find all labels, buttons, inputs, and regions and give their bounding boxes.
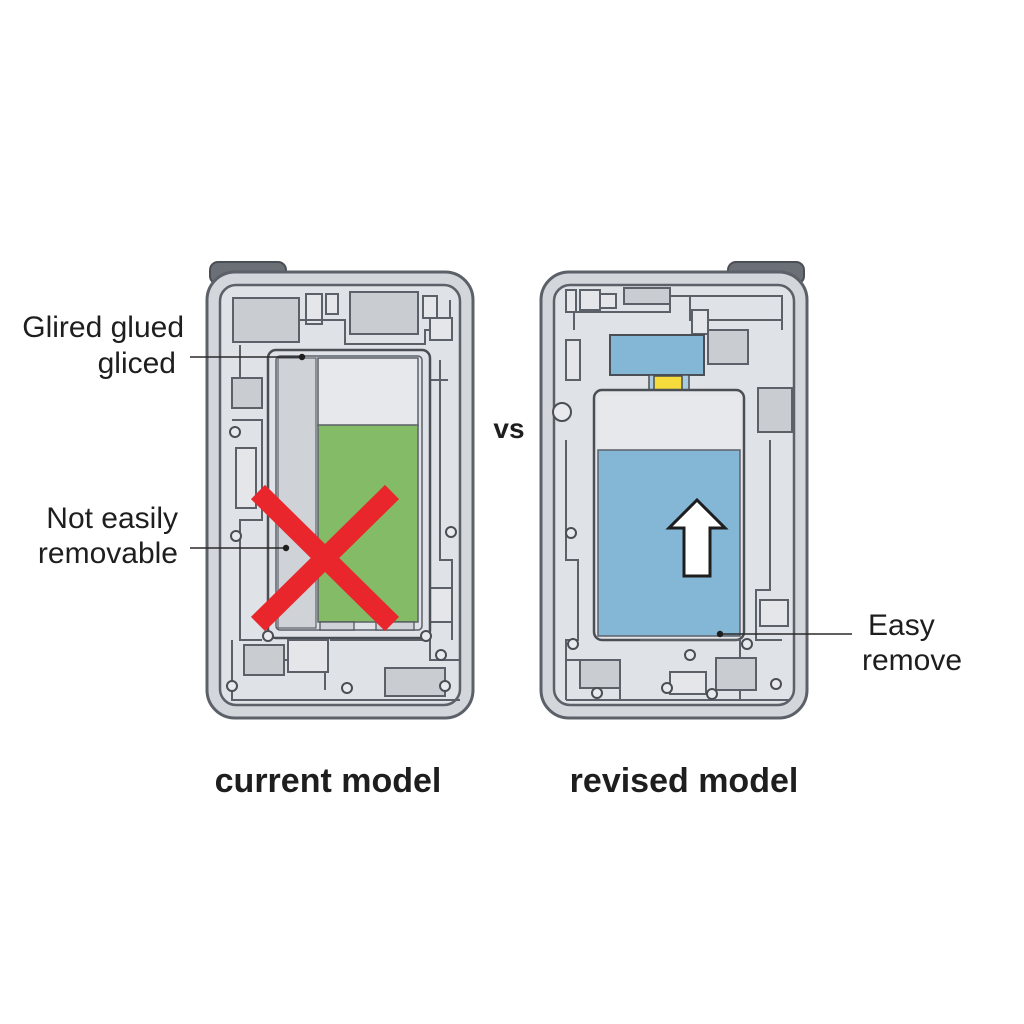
left-top-module-d [350,292,418,334]
label-easy-remove-line2: remove [862,644,962,677]
label-glued-line1: Glired glued [22,311,184,344]
right-screw-6 [662,683,672,693]
left-top-module-a [233,298,299,342]
right-top-module-a [566,290,576,312]
left-bottom-module-c [385,668,445,696]
left-top-module-f [430,318,452,340]
left-right-module-a [428,588,452,622]
caption-revised-model: revised model [570,762,799,800]
label-not-removable-line2: removable [38,537,178,570]
right-top-module-c [600,294,616,308]
right-screw-1 [566,528,576,538]
label-glued-line2: gliced [98,347,176,380]
revised-model-phone [541,262,807,718]
right-side-round-part [553,403,571,421]
right-screw-4 [742,639,752,649]
left-screw-2 [231,531,241,541]
right-top-module-f [692,310,708,334]
left-bottom-module-a [244,645,284,675]
right-screw-7 [707,689,717,699]
right-connector [610,335,704,375]
left-screw-4 [421,631,431,641]
right-screw-3 [685,650,695,660]
right-side-module-a [566,340,580,380]
right-screw-5 [592,688,602,698]
right-top-module-b [580,290,600,310]
right-screw-2 [568,639,578,649]
left-screw-6 [436,650,446,660]
left-battery-top [318,358,418,426]
left-screw-5 [446,527,456,537]
left-screw-7 [227,681,237,691]
right-side-module-c [760,600,788,626]
left-top-module-c [326,294,338,314]
left-side-module-a [232,378,262,408]
right-bottom-module-c [670,672,706,694]
right-battery-cell [598,450,740,636]
right-top-module-d [624,288,670,304]
leader-not-removable-dot [283,545,289,551]
left-screw-9 [440,681,450,691]
label-not-removable-line1: Not easily [46,502,178,535]
left-screw-1 [230,427,240,437]
leader-easy-remove-dot [717,631,723,637]
right-screw-8 [771,679,781,689]
left-screw-3 [263,631,273,641]
right-top-module-e [708,330,748,364]
label-vs: vs [493,413,524,444]
caption-current-model: current model [215,762,442,800]
left-battery-tab-a [320,622,354,630]
current-model-phone [207,262,473,718]
leader-glued-dot [299,354,305,360]
left-top-module-e [423,296,437,318]
right-battery-top [598,396,740,450]
right-bottom-module-b [716,658,756,690]
left-screw-8 [342,683,352,693]
right-bottom-module-a [580,660,620,688]
left-bottom-module-b [288,640,328,672]
right-side-module-b [758,388,792,432]
label-easy-remove-line1: Easy [868,609,935,642]
